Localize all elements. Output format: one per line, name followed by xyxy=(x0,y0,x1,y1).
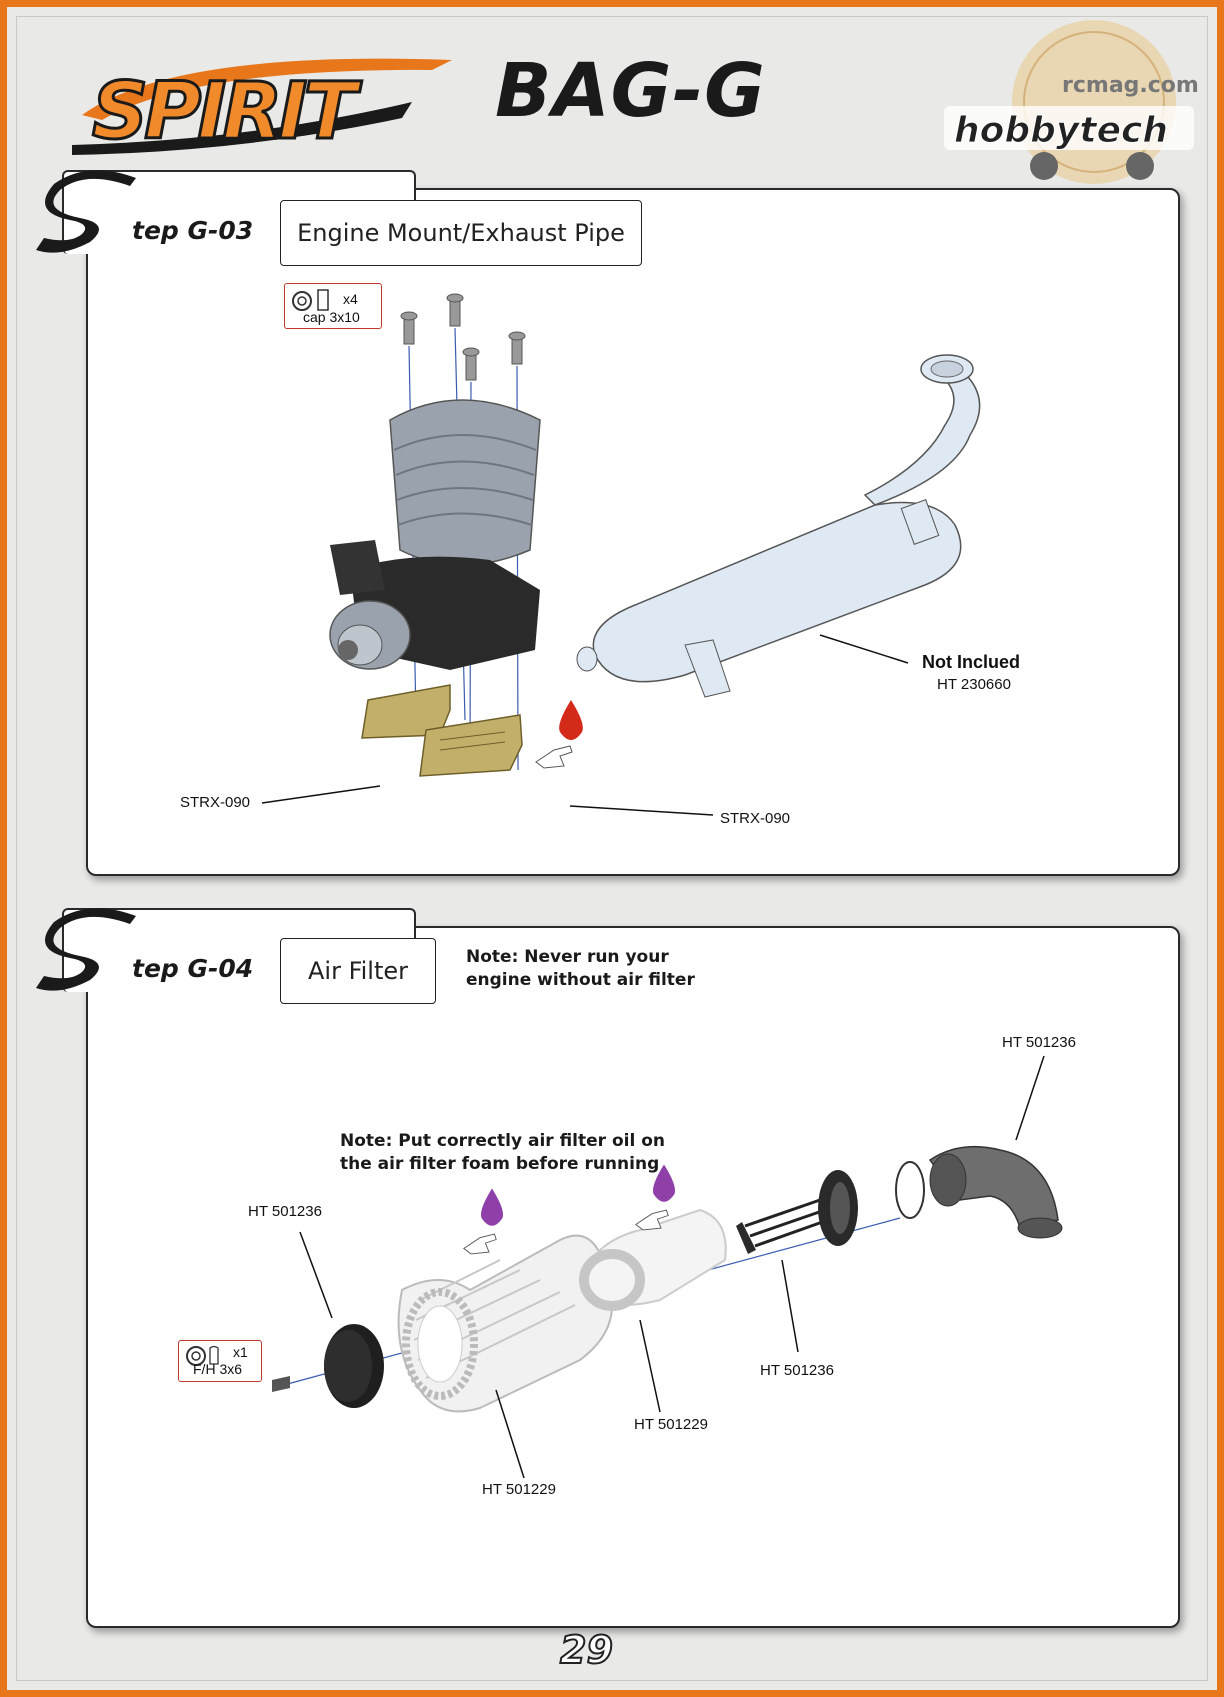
spirit-logo: SPIRIT xyxy=(72,58,452,159)
svg-text:hobbytech: hobbytech xyxy=(954,110,1168,151)
note-filter-oil: Note: Put correctly air filter oil on th… xyxy=(340,1130,665,1176)
screw-icon xyxy=(209,1345,219,1365)
hardware-name: cap 3x10 xyxy=(303,309,360,325)
note-never-run: Note: Never run your engine without air … xyxy=(466,946,695,992)
hardware-name: F/H 3x6 xyxy=(193,1361,243,1377)
engine-illustration xyxy=(329,293,541,777)
hardware-qty: x4 xyxy=(343,291,358,307)
watermark-url: rcmag.com xyxy=(1062,73,1199,98)
step-g03-title: Engine Mount/Exhaust Pipe xyxy=(280,200,642,266)
hardware-qty: x1 xyxy=(233,1344,248,1360)
step-g03-label: tep G-03 xyxy=(132,216,254,245)
step-s-glyph xyxy=(36,908,136,991)
pipe-part-label: HT 230660 xyxy=(937,676,1011,693)
hand-icon xyxy=(535,745,573,769)
not-included-label: Not Inclued xyxy=(922,652,1020,672)
note-line: the air filter foam before running xyxy=(340,1154,660,1174)
part-label-inner-foam: HT 501229 xyxy=(634,1416,708,1433)
step-g03-panel xyxy=(86,188,1180,876)
step-g04-label: tep G-04 xyxy=(132,954,254,983)
washer-icon xyxy=(186,1346,206,1366)
mount-right-label: STRX-090 xyxy=(720,810,791,827)
washer-icon xyxy=(292,291,312,311)
exhaust-pipe xyxy=(576,354,981,698)
spacer-icon xyxy=(317,289,329,311)
step-g04-title: Air Filter xyxy=(280,938,436,1004)
part-label-endcap: HT 501236 xyxy=(248,1203,322,1220)
note-line: Note: Never run your xyxy=(466,947,669,967)
mount-left-label: STRX-090 xyxy=(180,794,251,811)
oil-drop-icon xyxy=(559,700,583,740)
hardware-callout-g04: x1 F/H 3x6 xyxy=(178,1340,262,1382)
bag-title: BAG-G xyxy=(495,48,766,134)
part-label-outer-foam: HT 501229 xyxy=(482,1481,556,1498)
note-line: Note: Put correctly air filter oil on xyxy=(340,1131,665,1151)
oil-drop-icon xyxy=(652,1164,676,1202)
part-label-cage: HT 501236 xyxy=(760,1362,834,1379)
hardware-callout-g03: x4 cap 3x10 xyxy=(284,283,382,329)
step-s-glyph xyxy=(36,170,136,253)
hand-icon xyxy=(635,1209,669,1231)
oil-drop-icon xyxy=(480,1188,504,1226)
note-line: engine without air filter xyxy=(466,970,695,990)
hand-icon xyxy=(463,1233,497,1255)
svg-text:SPIRIT: SPIRIT xyxy=(92,67,362,157)
rcmag-watermark: hobbytech xyxy=(944,20,1194,184)
page-number: 29 xyxy=(559,1627,614,1673)
part-label-elbow: HT 501236 xyxy=(1002,1034,1076,1051)
